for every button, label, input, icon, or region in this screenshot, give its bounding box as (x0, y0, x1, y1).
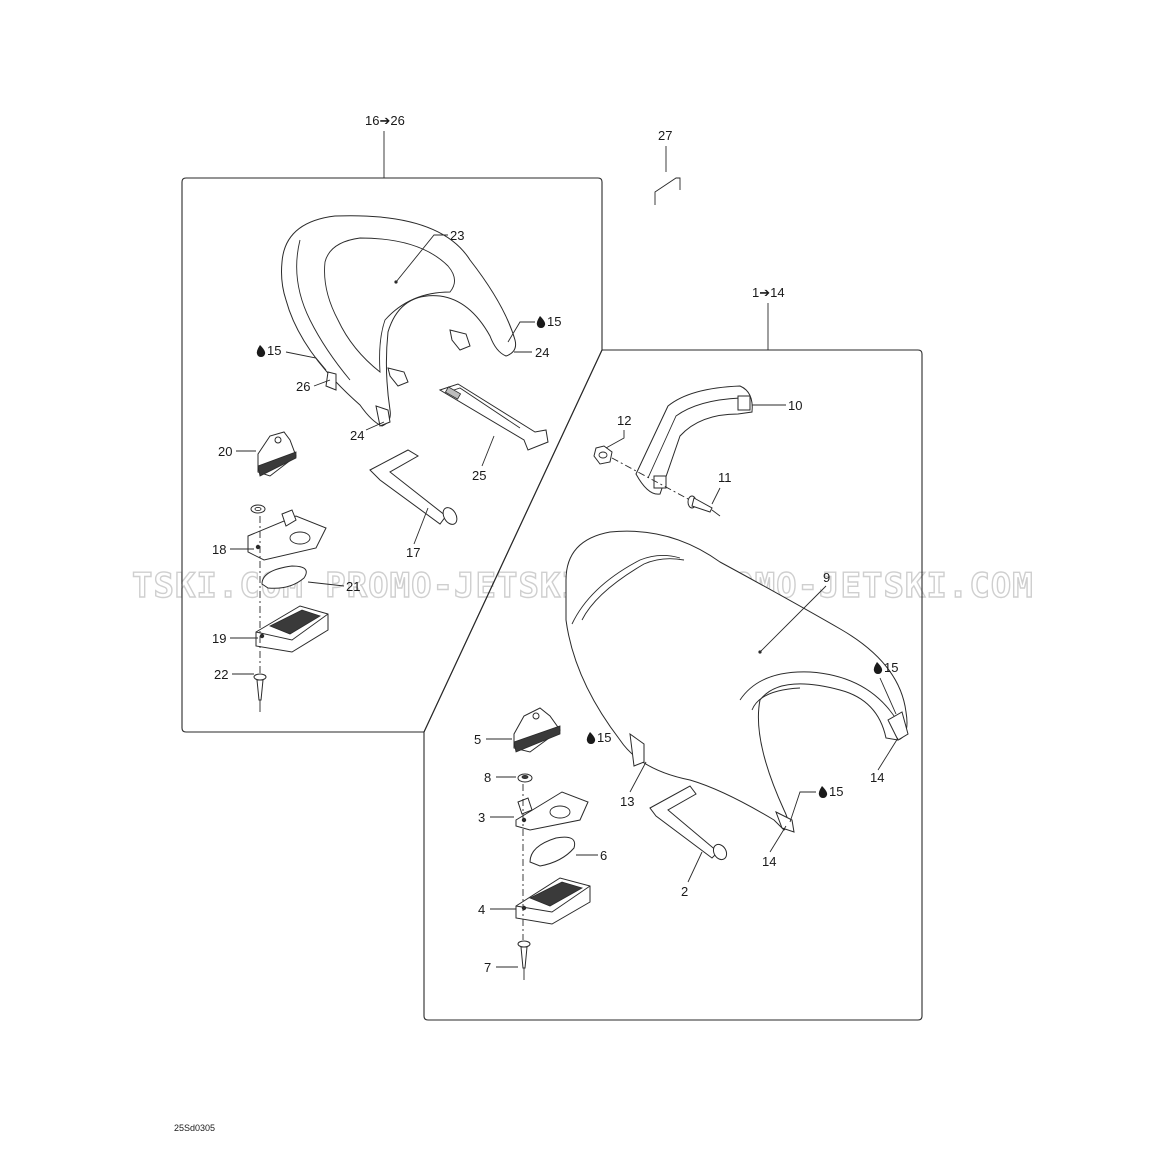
drawing-code: 25Sd0305 (174, 1123, 215, 1133)
grab-handle-part-10 (635, 385, 753, 495)
plate-part-3 (515, 791, 589, 831)
latch-part-20 (257, 431, 297, 477)
base-part-19 (255, 605, 329, 653)
bolt-part-11 (687, 495, 721, 517)
rear-seat-cushion (281, 215, 517, 427)
rear-seat-group-frame (181, 177, 603, 733)
oil-drop-icon (818, 786, 828, 798)
latch-part-5 (513, 707, 561, 753)
callout-8: 8 (484, 770, 491, 785)
gasket-part-6 (529, 836, 576, 867)
callout-22: 22 (214, 667, 228, 682)
callout-17: 17 (406, 545, 420, 560)
staple-part (654, 177, 681, 205)
rivet-part-22 (253, 673, 267, 712)
callout-15-front-right: 15 (884, 660, 898, 675)
front-seat-cushion (565, 530, 909, 833)
handle-bar-part-2 (649, 785, 728, 861)
callout-15-rear-right: 15 (547, 314, 561, 329)
callout-24-rear-left: 24 (350, 428, 364, 443)
callout-3: 3 (478, 810, 485, 825)
callout-6: 6 (600, 848, 607, 863)
oil-drop-icon (536, 316, 546, 328)
callout-7: 7 (484, 960, 491, 975)
group-label-front-seat: 1➔14 (752, 285, 785, 300)
callout-14-front-right: 14 (870, 770, 884, 785)
callout-15-rear-left: 15 (267, 343, 281, 358)
oil-drop-icon (256, 345, 266, 357)
callout-18: 18 (212, 542, 226, 557)
handle-bar-part-17 (369, 449, 458, 525)
callout-9: 9 (823, 570, 830, 585)
callout-14-front-lower: 14 (762, 854, 776, 869)
callout-2: 2 (681, 884, 688, 899)
callout-19: 19 (212, 631, 226, 646)
callout-24-rear-right: 24 (535, 345, 549, 360)
callout-10: 10 (788, 398, 802, 413)
gasket-part-21 (261, 565, 307, 589)
callout-12: 12 (617, 413, 631, 428)
callout-15-front-left: 15 (597, 730, 611, 745)
callout-11: 11 (718, 470, 732, 485)
base-part-4 (515, 877, 591, 925)
callout-26: 26 (296, 379, 310, 394)
plate-part-18 (247, 509, 327, 561)
callout-25: 25 (472, 468, 486, 483)
callout-21: 21 (346, 579, 360, 594)
callout-15-front-lower: 15 (829, 784, 843, 799)
callout-4: 4 (478, 902, 485, 917)
oil-drop-icon (873, 662, 883, 674)
oil-drop-icon (586, 732, 596, 744)
strap-part-25 (438, 383, 549, 451)
nut-part-12 (593, 445, 613, 465)
callout-23: 23 (450, 228, 464, 243)
group-label-rear-seat: 16➔26 (365, 113, 405, 128)
callout-27: 27 (658, 128, 672, 143)
washer-part (250, 504, 266, 514)
callout-5: 5 (474, 732, 481, 747)
callout-20: 20 (218, 444, 232, 459)
rivet-part-7 (517, 940, 531, 980)
callout-13: 13 (620, 794, 634, 809)
front-seat-group-frame (423, 349, 923, 1021)
